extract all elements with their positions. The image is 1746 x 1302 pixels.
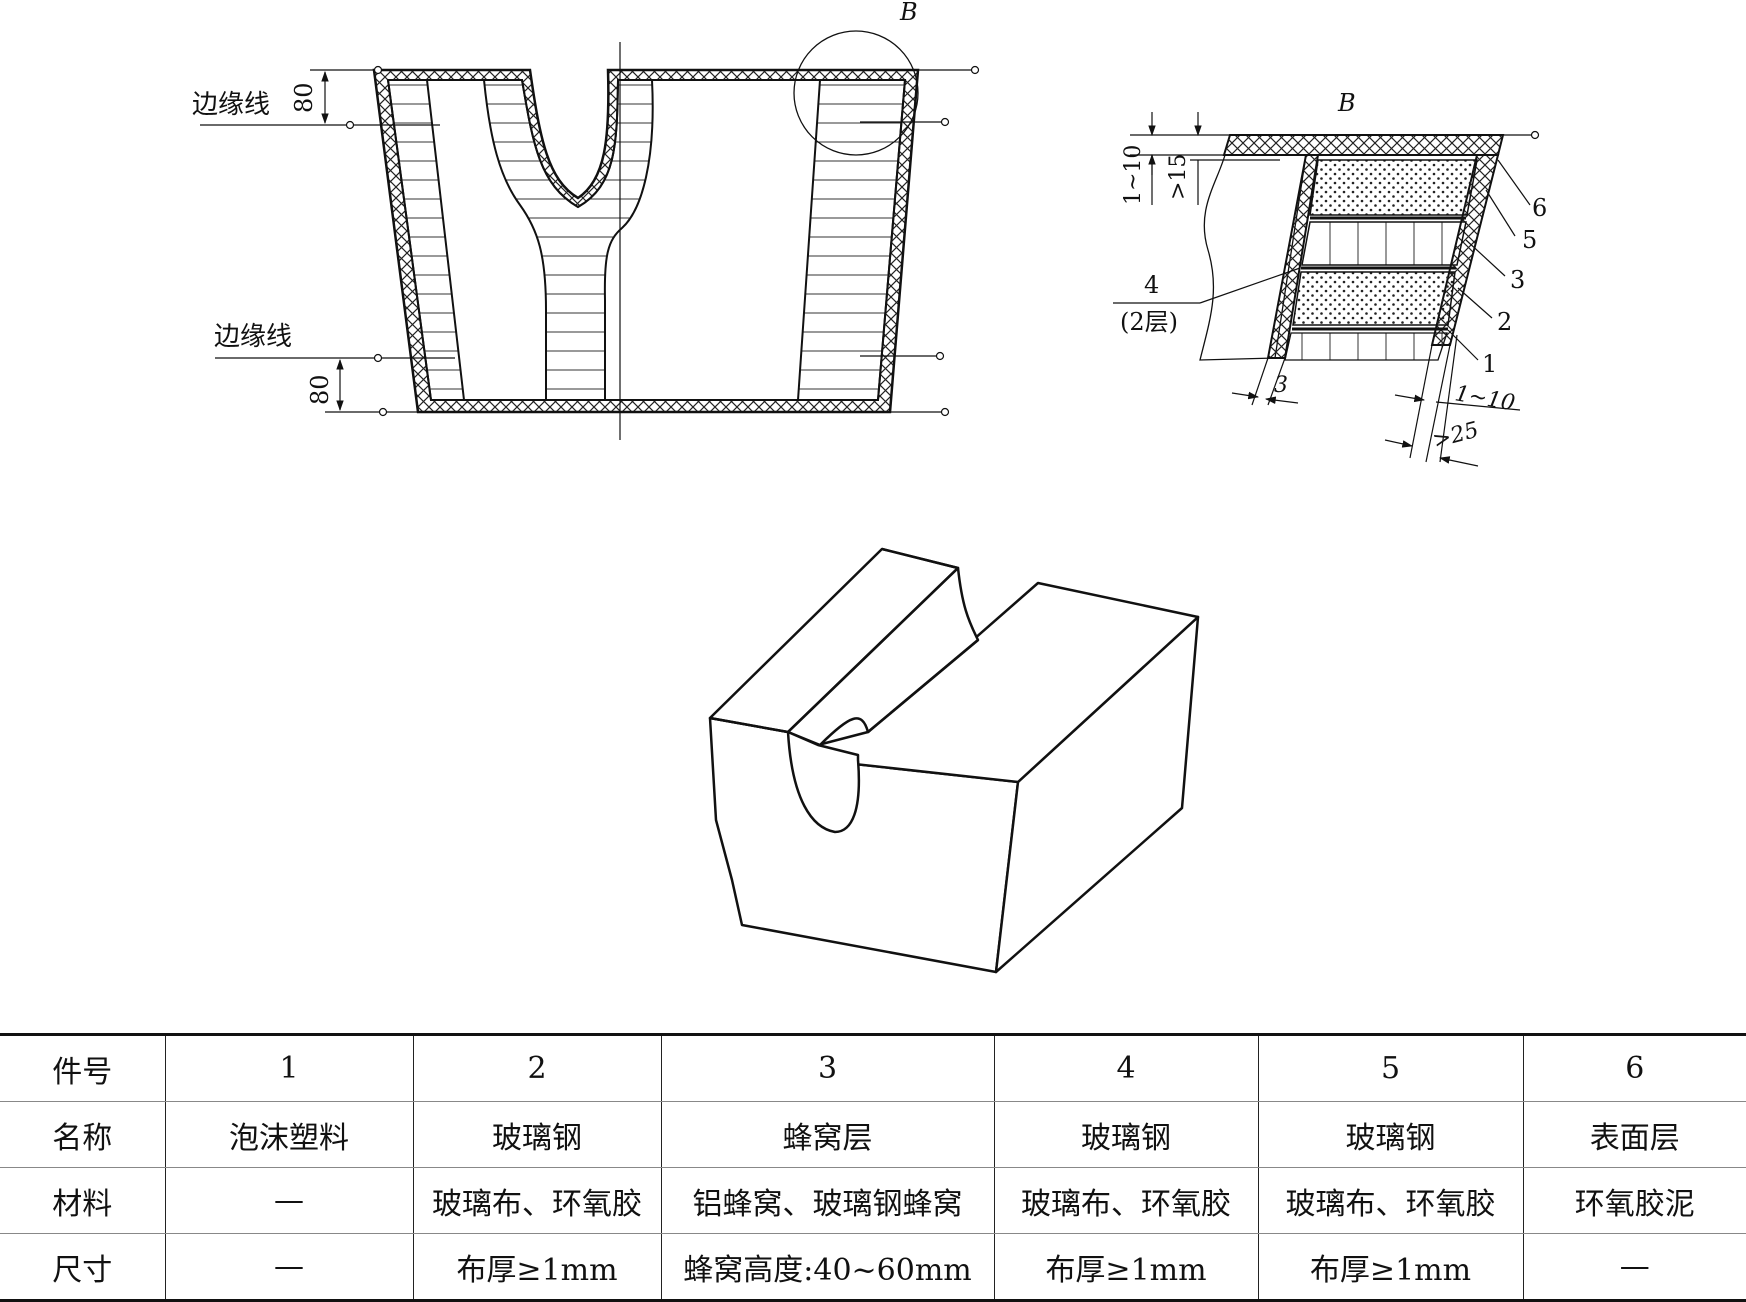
left-foam-pillar — [386, 79, 466, 401]
material-row: 材料—玻璃布、环氧胶铝蜂窝、玻璃钢蜂窝玻璃布、环氧胶玻璃布、环氧胶环氧胶泥 — [0, 1167, 1746, 1234]
row-header-cell: 材料 — [0, 1167, 166, 1234]
dim-bottom: 80 — [306, 374, 334, 405]
table-cell: 2 — [412, 1033, 662, 1102]
table-cell: 玻璃钢 — [1257, 1101, 1524, 1168]
engineering-drawing: B 80 边缘线 80 边缘线 B — [192, 0, 1547, 974]
isometric-block — [708, 547, 1200, 974]
callout-1: 1 — [1482, 350, 1497, 378]
detail-circle-b — [793, 30, 919, 156]
callout-6: 6 — [1532, 194, 1547, 222]
table-cell: 玻璃布、环氧胶 — [1257, 1167, 1524, 1234]
detail-marker: B — [899, 0, 918, 26]
table-cell: 3 — [660, 1033, 995, 1102]
dim-top: 80 — [290, 82, 318, 113]
dim-1-10-right: 1~10 — [1453, 381, 1517, 416]
bottom-foam — [1284, 332, 1448, 361]
table-cell: 布厚≥1mm — [412, 1233, 662, 1302]
table-cell: 4 — [993, 1033, 1259, 1102]
detail-title: B — [1337, 89, 1356, 117]
table-cell: 5 — [1257, 1033, 1524, 1102]
callout-4: 4 — [1144, 271, 1159, 299]
row-header-cell: 尺寸 — [0, 1233, 166, 1302]
callout-3: 3 — [1510, 266, 1525, 294]
table-cell: 玻璃布、环氧胶 — [993, 1167, 1259, 1234]
row-header-cell: 名称 — [0, 1101, 166, 1168]
foam-layer-lower — [1292, 271, 1456, 326]
dim-1-10-left: 1~10 — [1121, 145, 1146, 205]
table-cell: 1 — [164, 1033, 414, 1102]
table-cell: — — [164, 1167, 414, 1234]
callout-2: 2 — [1497, 308, 1512, 336]
name-row: 名称泡沫塑料玻璃钢蜂窝层玻璃钢玻璃钢表面层 — [0, 1101, 1746, 1168]
row-header-cell: 件号 — [0, 1033, 166, 1102]
table-cell: 6 — [1522, 1033, 1746, 1102]
edge-label-bottom: 边缘线 — [214, 322, 292, 352]
table-cell: 表面层 — [1522, 1101, 1746, 1168]
table-cell: 布厚≥1mm — [1257, 1233, 1524, 1302]
right-foam-pillar — [796, 79, 907, 401]
table-cell: 蜂窝层 — [660, 1101, 995, 1168]
table-cell: 泡沫塑料 — [164, 1101, 414, 1168]
table-cell: 铝蜂窝、玻璃钢蜂窝 — [660, 1167, 995, 1234]
table-cell: 环氧胶泥 — [1522, 1167, 1746, 1234]
groove-cutout — [786, 730, 861, 834]
edge-label-top: 边缘线 — [192, 90, 270, 120]
dim-3: 3 — [1274, 373, 1288, 398]
surface-layer — [1222, 134, 1505, 156]
honeycomb-layer — [1301, 221, 1467, 266]
main-section-view: B 80 边缘线 80 边缘线 — [192, 0, 980, 440]
table-cell: 玻璃钢 — [412, 1101, 662, 1168]
dim-gt25: >25 — [1430, 418, 1481, 454]
table-cell: 布厚≥1mm — [993, 1233, 1259, 1302]
callout-5: 5 — [1522, 226, 1537, 254]
table-cell: — — [164, 1233, 414, 1302]
break-region — [1199, 154, 1307, 361]
callout-4-note: (2层) — [1120, 308, 1178, 336]
table-cell: 玻璃布、环氧胶 — [412, 1167, 662, 1234]
table-cell: — — [1522, 1233, 1746, 1302]
foam-layer-upper — [1309, 159, 1478, 216]
dim-gt15: >15 — [1166, 154, 1191, 200]
table-cell: 玻璃钢 — [993, 1101, 1259, 1168]
y-foam-core — [482, 79, 654, 401]
table-cell: 蜂窝高度:40~60mm — [660, 1233, 995, 1302]
detail-view-b: B 1~10 >15 4 (2层) — [1113, 89, 1547, 467]
